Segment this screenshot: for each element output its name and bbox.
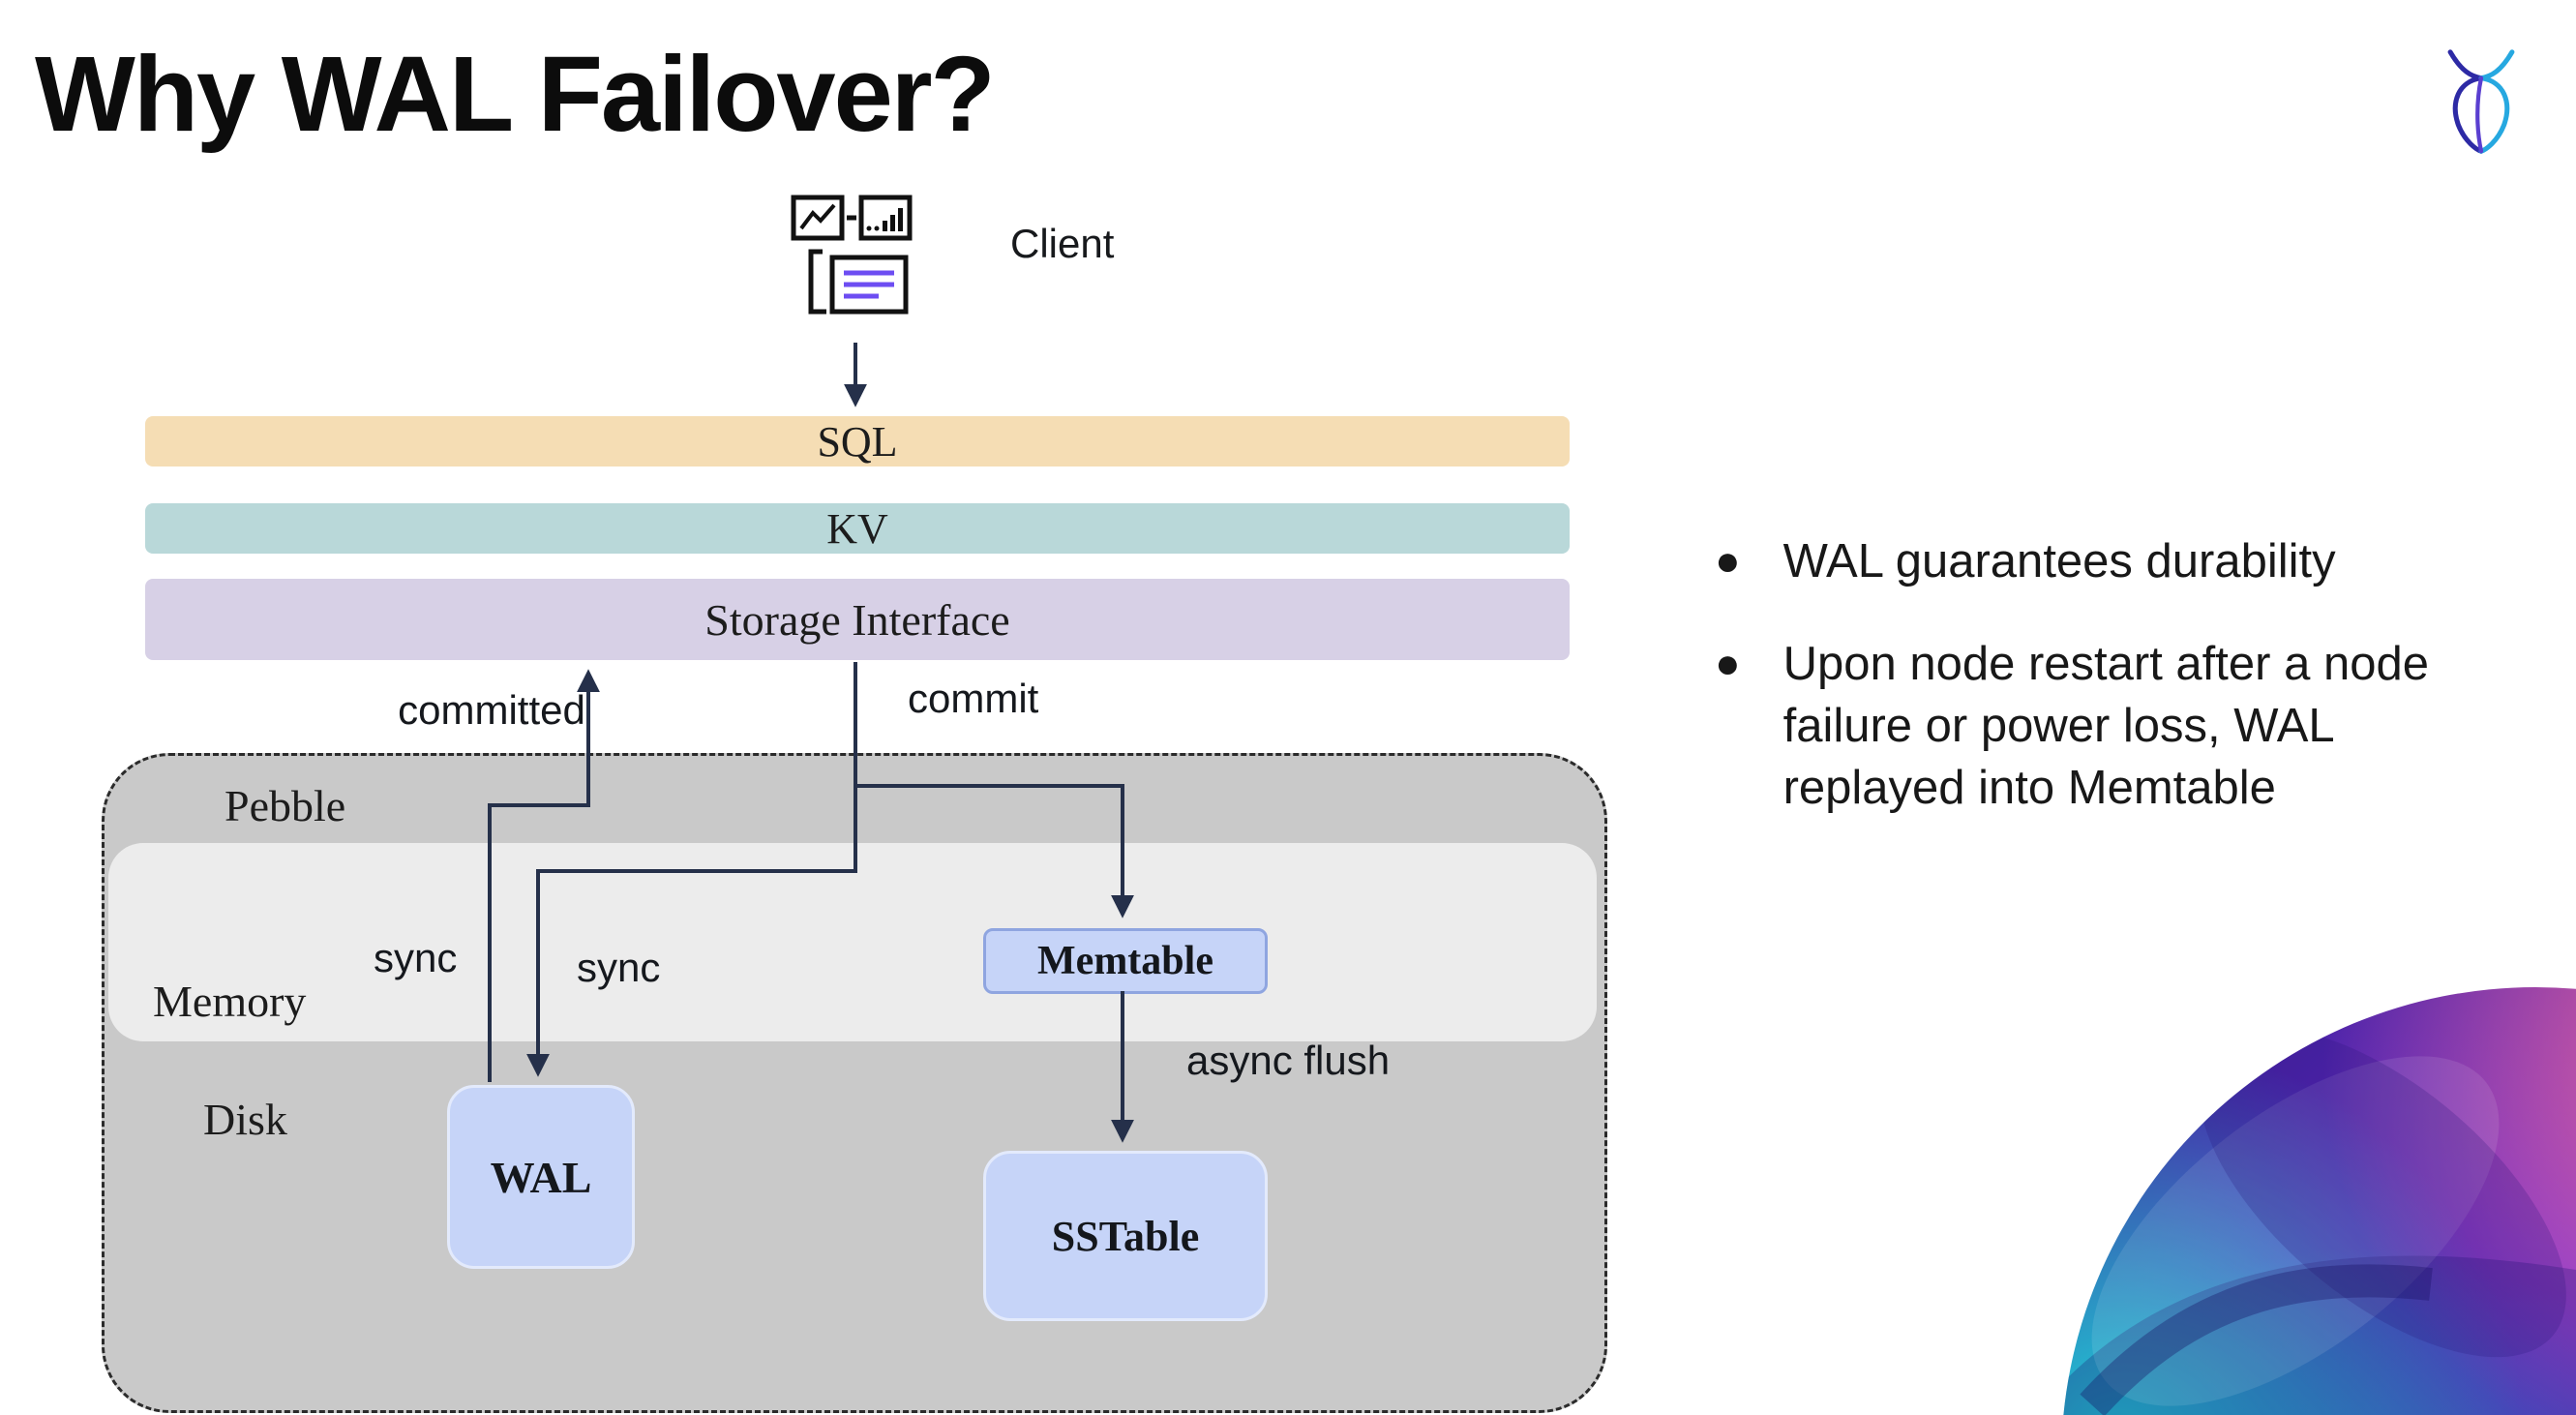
bullet-dot: ● — [1715, 640, 1741, 687]
client-dashboard-icon — [791, 195, 913, 315]
bullet-dot: ● — [1715, 537, 1741, 585]
brand-art — [1976, 950, 2576, 1415]
wal-box: WAL — [447, 1085, 635, 1269]
layer-storage-interface: Storage Interface — [145, 579, 1570, 660]
bullet-text: WAL guarantees durability — [1782, 535, 2336, 587]
layer-sql: SQL — [145, 416, 1570, 467]
disk-label: Disk — [203, 1095, 287, 1144]
bullet-item: ● WAL guarantees durability — [1715, 530, 2547, 592]
bullet-text: Upon node restart after a node failure o… — [1782, 638, 2429, 814]
memtable-box: Memtable — [983, 928, 1268, 994]
brand-sphere-overlay — [1976, 950, 2576, 1415]
label-async-flush: async flush — [1186, 1038, 1391, 1083]
label-commit: commit — [908, 676, 1039, 721]
bullet-item: ● Upon node restart after a node failure… — [1715, 633, 2547, 819]
layer-kv: KV — [145, 503, 1570, 554]
memory-label: Memory — [153, 977, 307, 1026]
label-committed: committed — [398, 687, 585, 733]
slide-title: Why WAL Failover? — [35, 35, 996, 154]
label-sync-right: sync — [577, 945, 661, 990]
sstable-box: SSTable — [983, 1151, 1268, 1321]
bullet-list: ● WAL guarantees durability ● Upon node … — [1715, 530, 2547, 859]
client-label: Client — [1010, 221, 1115, 266]
memory-band — [108, 843, 1597, 1041]
label-sync-left: sync — [374, 935, 458, 980]
pebble-label: Pebble — [225, 781, 346, 830]
cockroachdb-logo-icon — [2447, 49, 2515, 154]
